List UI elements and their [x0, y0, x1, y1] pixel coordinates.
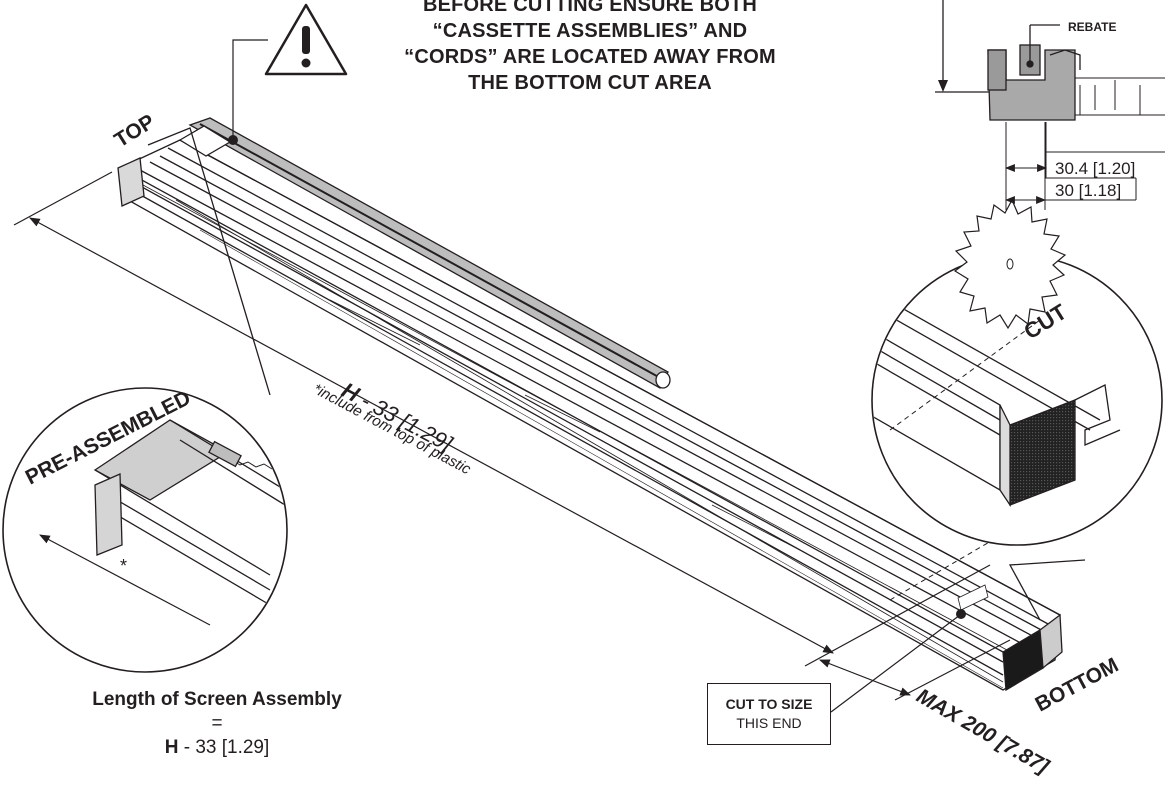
warning-triangle-icon: [264, 3, 348, 76]
cut-to-size-line2: THIS END: [736, 715, 802, 731]
dimension-30-4: 30.4 [1.20]: [1055, 159, 1135, 178]
warning-line-2: “CASSETTE ASSEMBLIES” AND: [432, 20, 748, 42]
saw-blade-icon: [953, 198, 1067, 330]
warning-leader: [232, 39, 268, 138]
cut-to-size-line1: CUT TO SIZE: [725, 696, 813, 712]
warning-line-3: “CORDS” ARE LOCATED AWAY FROM: [404, 46, 776, 68]
dimension-lines: [13, 171, 1011, 713]
warning-line-1: BEFORE CUTTING ENSURE BOTH: [422, 0, 758, 16]
length-title: Length of Screen Assembly: [92, 689, 342, 710]
length-of-screen-assembly: Length of Screen Assembly = H - 33 [1.29…: [92, 688, 342, 760]
length-h: H: [164, 737, 179, 758]
dimension-30: 30 [1.18]: [1055, 181, 1121, 200]
top-label: TOP: [110, 110, 158, 152]
profile-section-detail: [935, 0, 1165, 210]
length-value: - 33 [1.29]: [178, 737, 270, 758]
length-equals: =: [211, 713, 223, 734]
cutting-warning: BEFORE CUTTING ENSURE BOTH “CASSETTE ASS…: [320, 0, 860, 96]
warning-line-4: THE BOTTOM CUT AREA: [468, 72, 712, 94]
asterisk-label: *: [120, 556, 127, 576]
cut-detail: [871, 254, 1163, 621]
rebate-label: REBATE: [1068, 20, 1116, 34]
cut-to-size-callout: CUT TO SIZE THIS END: [707, 683, 831, 745]
cut-sticker: [957, 584, 989, 611]
